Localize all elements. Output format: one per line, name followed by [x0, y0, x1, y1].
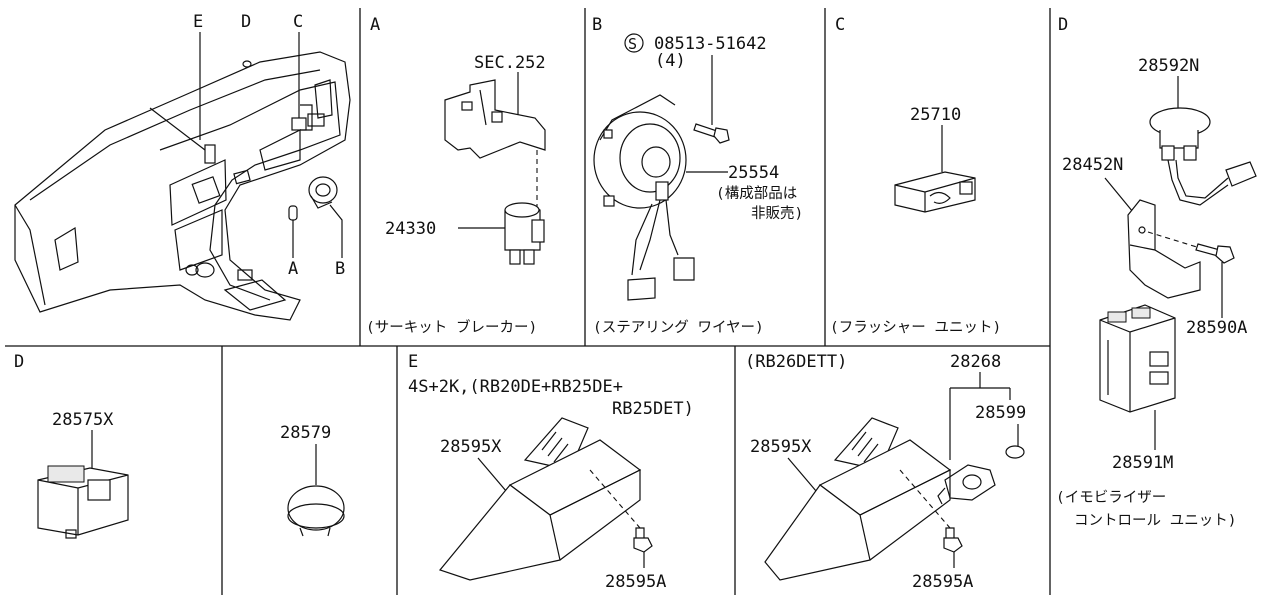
callout-label-d: D [241, 12, 251, 32]
part-label-28452N: 28452N [1062, 155, 1123, 175]
circuit-breaker [504, 202, 545, 265]
part-label-25710: 25710 [910, 105, 961, 125]
callout-label-c: C [293, 12, 303, 32]
part-label-28595A-rb26: 28595A [912, 572, 973, 592]
panel-b-letter: B [592, 15, 602, 35]
part-note-line1: (構成部品は [716, 185, 797, 202]
immobilizer-antenna [1149, 107, 1257, 206]
part-label-28579: 28579 [280, 423, 331, 443]
callout-label-b: B [335, 259, 345, 279]
part-label-28599: 28599 [975, 403, 1026, 423]
part-label-08513-51642: 08513-51642 [654, 34, 767, 54]
panel-e: E 4S+2K,(RB20DE+RB25DE+ RB25DET) 28595X … [408, 352, 694, 592]
panel-d-left-letter: D [14, 352, 24, 372]
callout-part-a [288, 205, 298, 221]
panel-e-letter: E [408, 352, 418, 372]
flasher-unit [894, 171, 976, 213]
callout-marker-d [242, 60, 252, 68]
immobilizer-control-unit [1099, 304, 1176, 413]
panel-d-right-caption-line2: コントロール ユニット) [1074, 513, 1236, 529]
panel-e2: (RB26DETT) 28268 28599 28595X 28595A [745, 352, 1026, 592]
panel-b-caption: (ステアリング ワイヤー) [593, 319, 764, 336]
panel-a-letter: A [370, 15, 380, 35]
part-note-line2: 非販売) [751, 205, 803, 222]
panel-c: C 25710 (フラッシャー ユニット) [830, 15, 1001, 336]
part-label-28268: 28268 [950, 352, 1001, 372]
screw [693, 123, 730, 144]
panel-d-right: D 28592N 28452N 28590A [1056, 15, 1257, 529]
ecu-bolt-rb26 [943, 527, 963, 553]
panel-a: A SEC.252 24330 (サーキット ブレーカー) [366, 15, 546, 336]
part-label-screw-qty: (4) [655, 51, 686, 71]
screw-symbol-circle [624, 33, 644, 53]
panel-c-letter: C [835, 15, 845, 35]
callout-label-e: E [193, 12, 203, 32]
panel-d-right-letter: D [1058, 15, 1068, 35]
ecu-28595x [438, 417, 642, 581]
callout-label-a: A [288, 259, 298, 279]
callout-part-b [308, 176, 338, 209]
panel-e-spec-line2: RB25DET) [612, 399, 694, 419]
part-label-24330: 24330 [385, 219, 436, 239]
immobilizer-bracket [1127, 199, 1201, 299]
part-label-sec-252: SEC.252 [474, 53, 546, 73]
part-label-28590A: 28590A [1186, 318, 1247, 338]
part-label-28595X-rb26: 28595X [750, 437, 812, 457]
part-label-28595A: 28595A [605, 572, 666, 592]
ecu-28595x-rb26 [764, 417, 952, 581]
part-label-28595X: 28595X [440, 437, 502, 457]
key-battery [1005, 445, 1025, 459]
screw-symbol: S [628, 35, 637, 53]
ecu-bolt-e [633, 527, 653, 553]
part-label-28575X: 28575X [52, 410, 114, 430]
cap-28579 [287, 485, 345, 537]
dashboard-overview: E D C A B [14, 12, 351, 321]
part-label-25554: 25554 [728, 163, 779, 183]
part-label-28591M: 28591M [1112, 453, 1173, 473]
key-fob [937, 464, 996, 505]
control-unit-28575x [37, 465, 129, 539]
immobilizer-bolt [1195, 243, 1235, 264]
steering-wire [593, 94, 695, 301]
panel-e-spec-line1: 4S+2K,(RB20DE+RB25DE+ [408, 377, 623, 397]
panel-e2-spec: (RB26DETT) [745, 352, 847, 372]
panel-b: B S 08513-51642 (4) 25554 (構成部品は 非販売) ( [592, 15, 803, 336]
bracket [444, 79, 546, 159]
panel-dividers [5, 8, 1051, 595]
panel-f: 28579 [280, 423, 345, 537]
panel-a-caption: (サーキット ブレーカー) [366, 318, 537, 336]
panel-d-right-caption-line1: (イモビライザー [1056, 489, 1166, 506]
panel-c-caption: (フラッシャー ユニット) [830, 320, 1001, 336]
part-label-28592N: 28592N [1138, 56, 1199, 76]
panel-d-left: D 28575X [14, 352, 129, 539]
